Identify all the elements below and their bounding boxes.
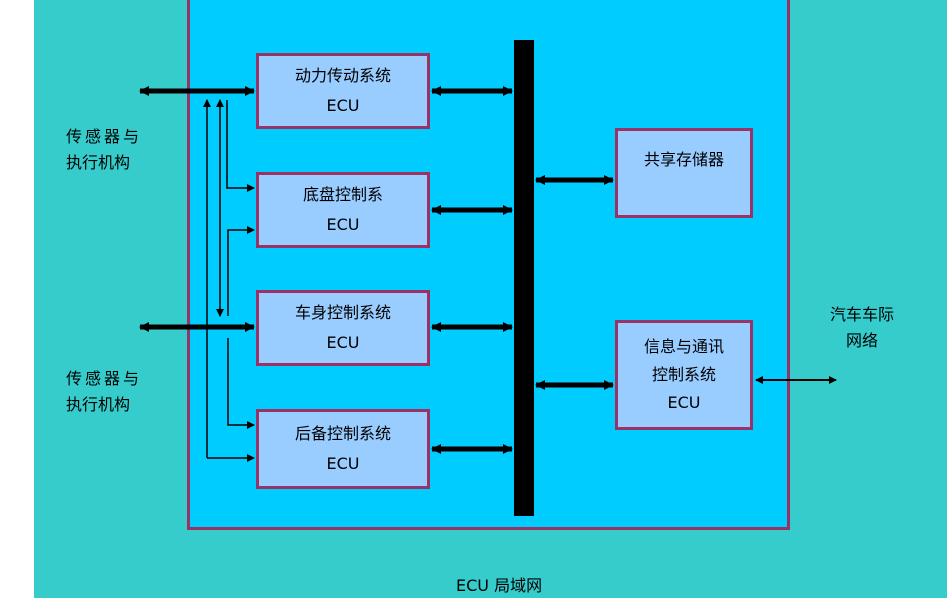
- shared-memory-label: 共享存储器: [643, 150, 724, 169]
- sensor-actuator-top-line1: 传感器与: [66, 127, 143, 146]
- sensor-actuator-bottom-line2: 执行机构: [66, 395, 131, 414]
- thin-link-chassis-bottom: [227, 226, 255, 316]
- ecu-powertrain-sub: ECU: [326, 96, 360, 115]
- ecu-backup-sub: ECU: [326, 454, 360, 473]
- vehicle-network-line1: 汽车车际: [830, 305, 895, 324]
- ecu-chassis: 底盘控制系 ECU: [256, 172, 430, 248]
- info-comm-line1: 信息与通讯: [643, 337, 724, 356]
- ecu-body: 车身控制系统 ECU: [256, 290, 430, 366]
- info-comm-line2: 控制系统: [651, 365, 716, 384]
- lan-caption: ECU 局域网: [456, 576, 543, 595]
- ecu-powertrain: 动力传动系统 ECU: [256, 53, 430, 129]
- ecu-powertrain-label: 动力传动系统: [294, 66, 391, 85]
- data-bus: [514, 40, 534, 516]
- ecu-body-label: 车身控制系统: [294, 303, 391, 322]
- sensor-actuator-bottom-line1: 传感器与: [66, 369, 143, 388]
- thin-link-chassis-top: [226, 100, 255, 192]
- info-comm-line3: ECU: [667, 393, 701, 412]
- vehicle-network-line2: 网络: [846, 331, 879, 350]
- sensor-actuator-top: 传感器与 执行机构: [66, 124, 142, 176]
- vehicle-network-label: 汽车车际 网络: [830, 302, 894, 354]
- ecu-chassis-label: 底盘控制系: [302, 185, 383, 204]
- ecu-backup: 后备控制系统 ECU: [256, 409, 430, 489]
- ecu-chassis-sub: ECU: [326, 215, 360, 234]
- sensor-actuator-bottom: 传感器与 执行机构: [66, 366, 142, 418]
- ecu-body-sub: ECU: [326, 333, 360, 352]
- ecu-backup-label: 后备控制系统: [294, 424, 391, 443]
- sensor-actuator-top-line2: 执行机构: [66, 153, 131, 172]
- info-comm-ecu: 信息与通讯 控制系统 ECU: [615, 320, 753, 430]
- shared-memory-box: 共享存储器: [615, 128, 753, 218]
- thin-link-backup-top: [227, 338, 255, 429]
